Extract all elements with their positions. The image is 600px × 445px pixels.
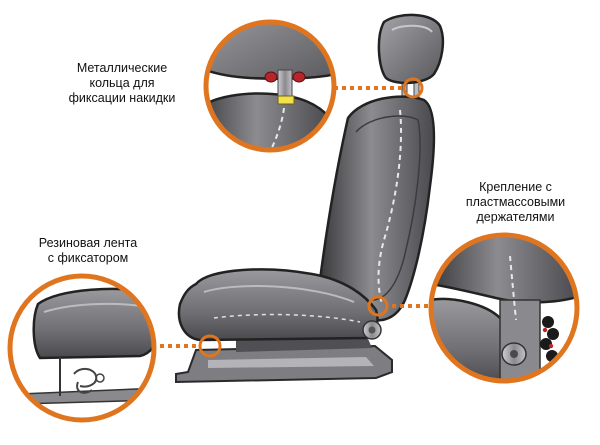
cushion-band-detail xyxy=(7,273,157,423)
leader-lines xyxy=(152,86,432,348)
backrest-holder-detail xyxy=(428,232,580,384)
target-rings xyxy=(198,77,424,358)
headrest-ring-detail xyxy=(203,19,337,153)
headrest-rings-label: Металлические кольца для фиксации накидк… xyxy=(68,61,176,105)
backrest-holders-label: Крепление с пластмассовыми держателями xyxy=(465,180,566,224)
cushion-band-label: Резиновая лента с фиксатором xyxy=(38,236,138,265)
main-seat xyxy=(175,13,445,384)
